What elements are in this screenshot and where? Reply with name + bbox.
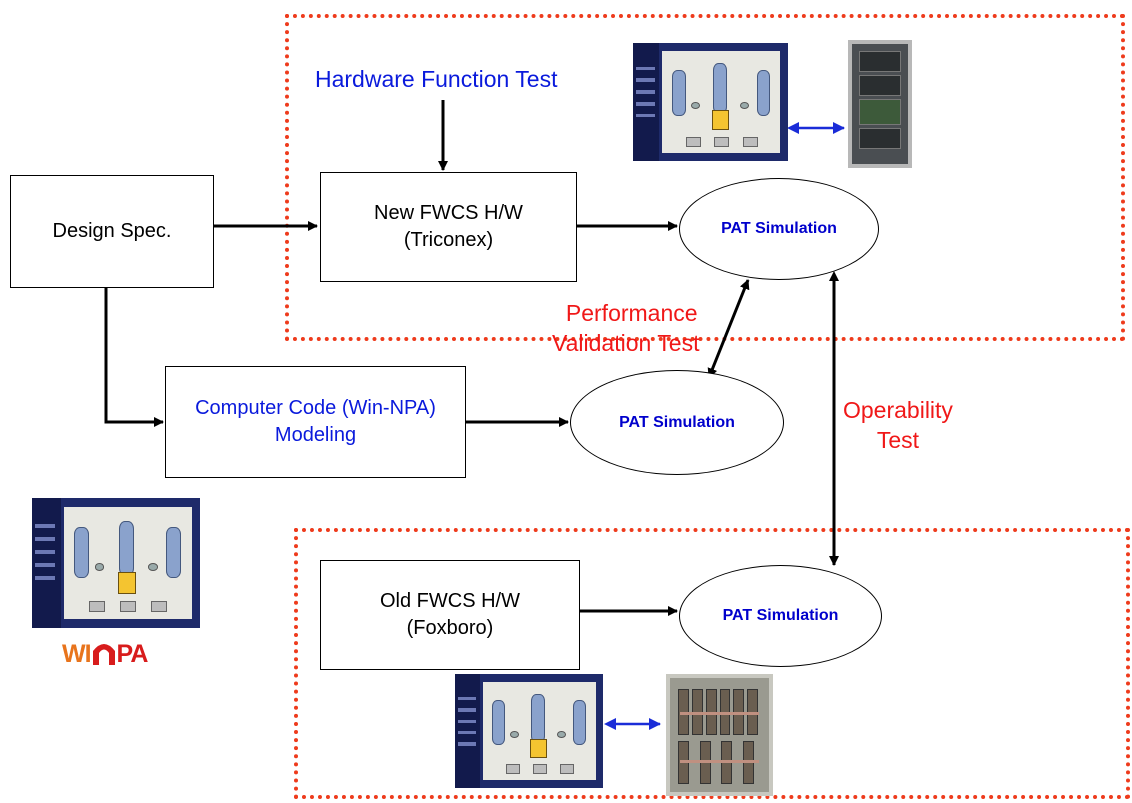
logo-text-right: PA — [116, 640, 149, 668]
winnpa-logo: WI PA — [62, 640, 149, 669]
old-fwcs-box: Old FWCS H/W (Foxboro) — [320, 560, 580, 670]
old-fwcs-label: Old FWCS H/W — [380, 590, 520, 612]
pat-simulation-top: PAT Simulation — [679, 178, 879, 280]
simulator-screenshot-icon — [633, 43, 788, 161]
operability-label-line2: Test — [876, 427, 920, 453]
arrow-design-to-code — [104, 288, 164, 427]
new-fwcs-box: New FWCS H/W (Triconex) — [320, 172, 577, 282]
old-fwcs-vendor-label: (Foxboro) — [406, 617, 494, 639]
foxboro-cabinet-icon — [666, 674, 773, 796]
old-hardware-test-frame — [294, 528, 1130, 799]
n-arch-logo-icon — [92, 644, 115, 665]
simulator-screenshot-icon — [32, 498, 200, 628]
new-hardware-test-frame — [285, 14, 1125, 341]
hardware-function-test-label: Hardware Function Test — [315, 66, 558, 92]
design-spec-label: Design Spec. — [52, 220, 172, 242]
operability-test-label: Operability Test — [843, 395, 953, 455]
arrow-pat-validation — [707, 279, 750, 379]
performance-label-line2: Validation Test — [552, 330, 700, 356]
performance-label-line1: Performance — [565, 300, 698, 326]
pat-simulation-middle: PAT Simulation — [570, 370, 784, 475]
operability-label-line1: Operability — [843, 397, 953, 423]
modeling-label: Modeling — [274, 424, 357, 446]
triconex-cabinet-icon — [848, 40, 912, 168]
design-spec-box: Design Spec. — [10, 175, 214, 288]
pat-simulation-bottom: PAT Simulation — [679, 565, 882, 667]
new-fwcs-label: New FWCS H/W — [374, 202, 523, 224]
simulator-screenshot-icon — [455, 674, 603, 788]
computer-code-box: Computer Code (Win-NPA) Modeling — [165, 366, 466, 478]
new-fwcs-vendor-label: (Triconex) — [403, 229, 494, 251]
performance-validation-test-label: Performance Validation Test — [552, 298, 699, 358]
logo-text-left: WI — [62, 640, 92, 668]
computer-code-label: Computer Code (Win-NPA) — [195, 397, 436, 419]
